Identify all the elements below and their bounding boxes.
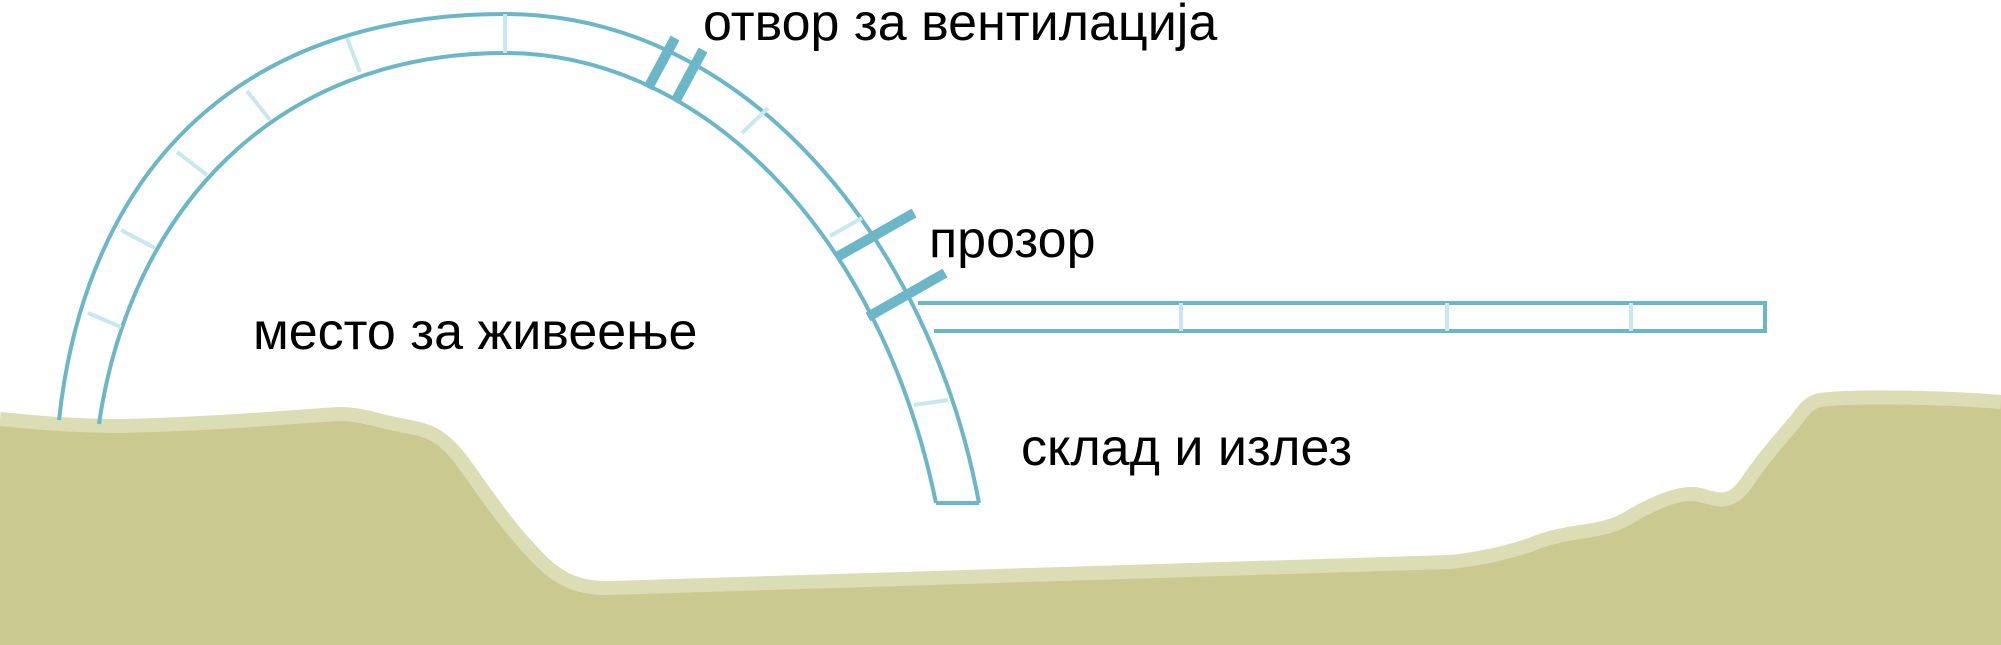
vent-label: отвор за вентилација (703, 0, 1217, 52)
window (834, 208, 948, 322)
dome-block-joints (87, 14, 949, 407)
living-space-label: место за живеење (253, 303, 697, 361)
vent-opening (643, 35, 708, 103)
ground (0, 397, 2001, 645)
ground-edge (0, 390, 2001, 596)
window-label: прозор (929, 211, 1096, 269)
entrance-tunnel (918, 301, 1767, 333)
storage-exit-label: склад и излез (1021, 419, 1352, 477)
dome-inner-edge (97, 50, 938, 504)
